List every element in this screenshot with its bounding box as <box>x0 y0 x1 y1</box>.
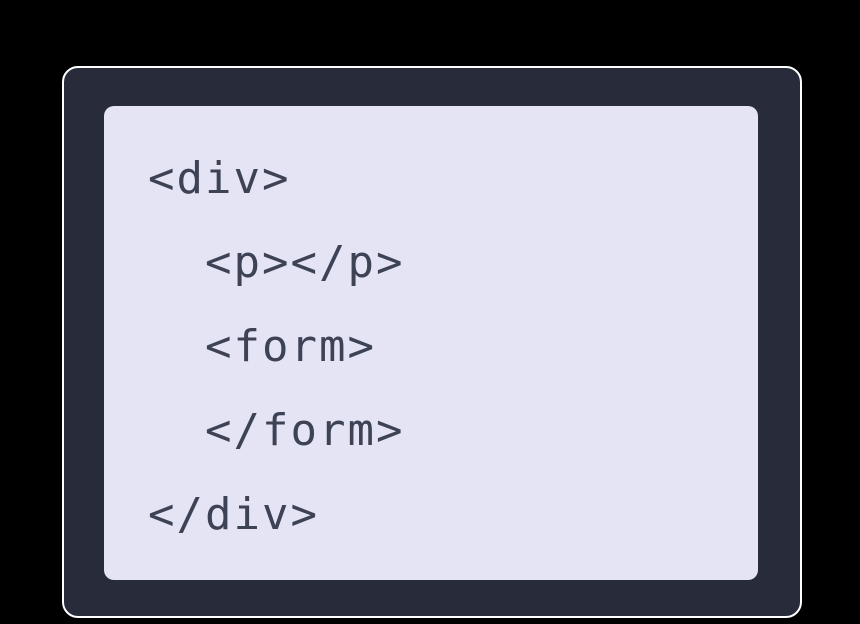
code-line-form-close: </form> <box>205 405 405 456</box>
code-line-p: <p></p> <box>205 237 405 288</box>
code-panel: <div> <p></p> <form> </form> </div> <box>104 106 758 580</box>
code-line-form-open: <form> <box>205 321 376 372</box>
code-line-div-open: <div> <box>148 153 291 204</box>
code-line-div-close: </div> <box>148 489 319 540</box>
code-card: <div> <p></p> <form> </form> </div> <box>62 66 802 618</box>
